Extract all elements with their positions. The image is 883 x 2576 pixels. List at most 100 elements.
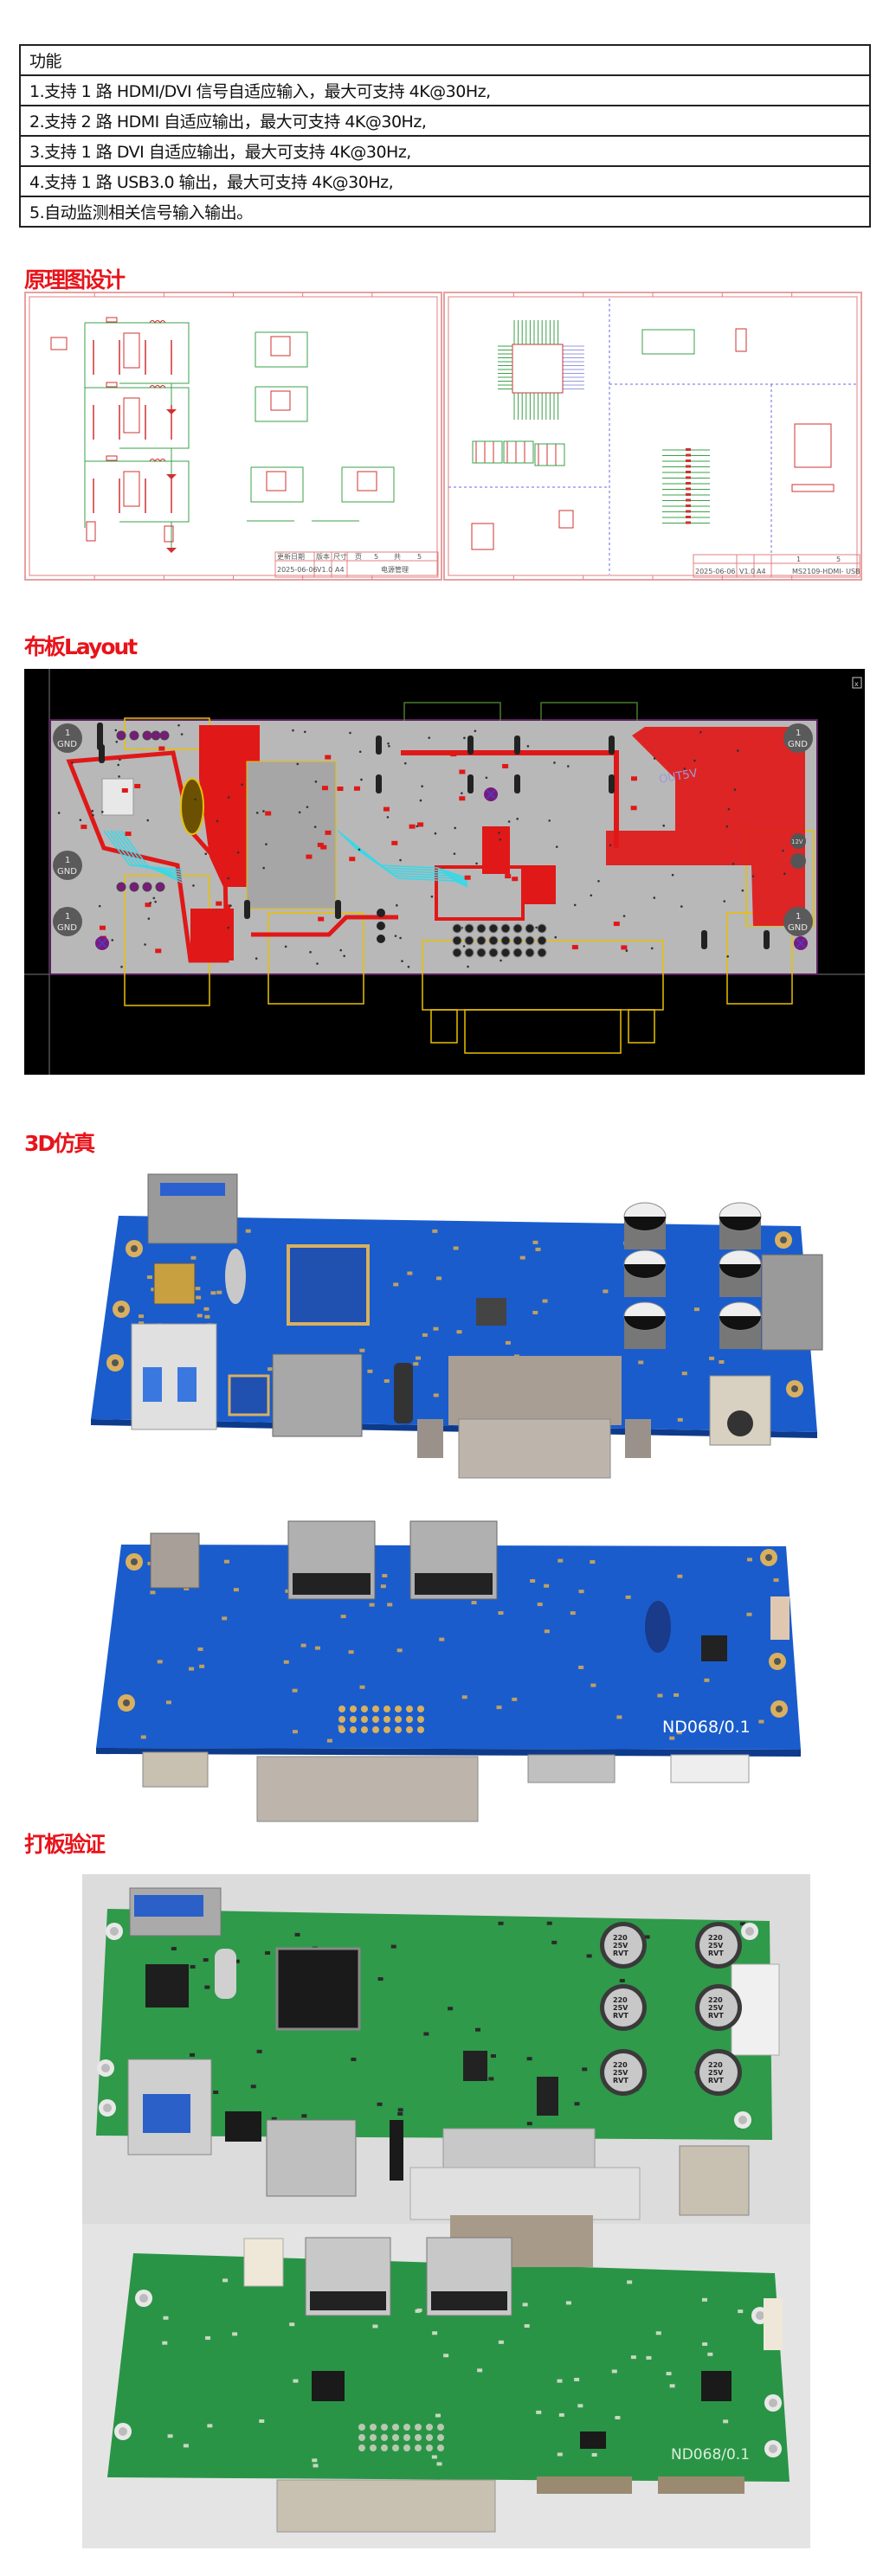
fiducial-cross	[97, 938, 107, 948]
resistor-symbol	[686, 498, 691, 502]
smd-component	[542, 1299, 548, 1303]
capacitor-label: RVT	[708, 2012, 724, 2020]
via	[314, 781, 318, 783]
through-hole	[406, 1716, 413, 1723]
dvi-connector	[256, 1756, 479, 1822]
smd-component	[439, 1637, 445, 1641]
slot-hole	[609, 774, 615, 793]
smd-component	[436, 1276, 442, 1281]
3d-render-image: ND068/0.1	[91, 1173, 823, 1822]
tb-header: 5	[374, 553, 378, 561]
pad	[790, 853, 806, 869]
capacitor-top	[604, 2053, 642, 2091]
section-title-3d: 3D仿真	[24, 1131, 95, 1156]
tb-total: 5	[836, 556, 841, 563]
gnd-label: GND	[788, 740, 808, 749]
smd-component	[574, 2377, 580, 2381]
via	[284, 945, 287, 948]
resistor-symbol	[686, 465, 691, 468]
via	[553, 761, 556, 764]
hole-center	[131, 1245, 138, 1252]
inductor-symbol	[149, 385, 166, 389]
via	[358, 750, 362, 754]
through-hole	[142, 730, 152, 741]
tb-header: 尺寸	[333, 552, 347, 561]
smd-component	[432, 1229, 438, 1233]
smd-component	[603, 1289, 609, 1294]
gnd-pad	[53, 723, 82, 753]
capacitor-label: 25V	[708, 1942, 724, 1950]
via	[154, 900, 157, 903]
capacitor-label: 25V	[613, 2004, 628, 2012]
via	[309, 951, 312, 954]
schematic-sheet-frame	[24, 292, 442, 581]
smd-pad	[306, 854, 313, 859]
smd-component	[577, 2404, 583, 2408]
dvi-pin	[476, 948, 487, 958]
via	[737, 749, 739, 752]
flash-ic-symbol	[471, 523, 494, 550]
smd-component	[223, 1559, 229, 1564]
smd-component	[140, 1735, 146, 1739]
resistor-symbol	[686, 493, 691, 496]
smd-component	[524, 2323, 530, 2328]
smd-component	[433, 1393, 439, 1397]
smd-component	[461, 1695, 467, 1699]
smd-component	[222, 1616, 228, 1621]
via	[147, 917, 151, 920]
dc-jack	[142, 1751, 209, 1788]
smd-component	[292, 1730, 298, 1734]
smd-component	[184, 1586, 190, 1590]
smd-component	[611, 2369, 617, 2374]
smd-pad	[265, 811, 272, 816]
via	[255, 812, 259, 814]
slot-hole	[609, 736, 615, 755]
pcb-board-photo	[107, 2253, 790, 2482]
smd-component	[522, 2303, 528, 2307]
via	[216, 819, 219, 823]
hdmi-connector	[272, 1353, 363, 1437]
via	[622, 915, 626, 917]
copper-pour	[190, 909, 234, 960]
capacitor-marking	[624, 1217, 666, 1230]
via	[693, 759, 696, 762]
smd-component	[157, 1660, 163, 1664]
via	[255, 957, 258, 960]
through-hole	[358, 2424, 365, 2431]
through-hole	[395, 1716, 402, 1723]
through-hole	[383, 1716, 390, 1723]
inductor-symbol	[149, 320, 166, 324]
smd-component	[372, 2324, 378, 2329]
zoom-fit-icon[interactable]: x	[852, 677, 862, 689]
smd-component	[773, 1578, 779, 1583]
dvi-pin	[525, 935, 535, 946]
via	[609, 844, 612, 847]
copper-pour	[606, 727, 805, 926]
via	[386, 816, 390, 819]
via	[339, 948, 342, 952]
connector-outline	[403, 702, 501, 721]
diff-pair-trace	[110, 830, 183, 876]
diff-pair-trace	[113, 830, 183, 878]
smd-component	[165, 1700, 171, 1705]
smd-pad	[417, 822, 424, 827]
smd-component	[245, 1229, 251, 1233]
gnd-label: GND	[57, 740, 77, 749]
gnd-pad	[783, 907, 813, 936]
section-title-proto: 打板验证	[24, 1832, 106, 1857]
smd-component	[448, 2007, 454, 2011]
header	[394, 1363, 413, 1423]
smd-component	[657, 1693, 663, 1698]
via	[475, 862, 478, 865]
wire-connector	[243, 2238, 284, 2287]
smd-component	[544, 1584, 550, 1588]
hdmi-opening	[293, 1573, 371, 1595]
capacitor-top	[699, 1988, 738, 2027]
hole-center	[123, 1699, 130, 1706]
qfn-footprint	[101, 778, 134, 816]
smd-pad	[121, 787, 128, 793]
via	[507, 820, 511, 823]
through-hole	[350, 1706, 357, 1712]
smd-component	[396, 1648, 403, 1653]
via	[358, 848, 361, 851]
